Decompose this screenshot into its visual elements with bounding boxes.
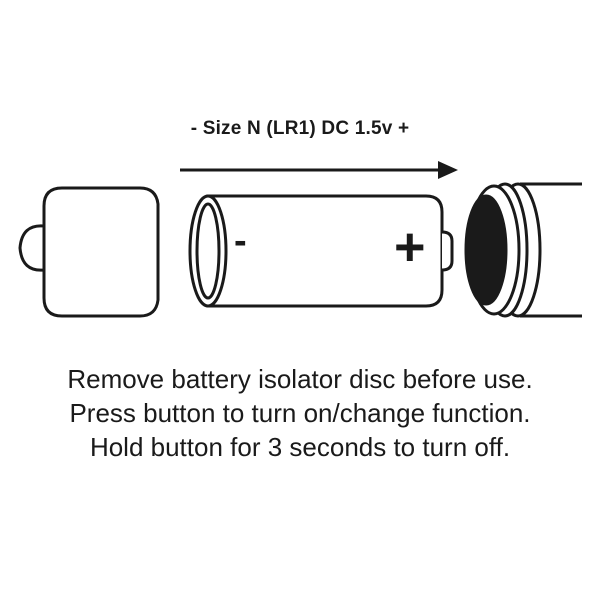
battery-size-label: - Size N (LR1) DC 1.5v + <box>190 118 410 139</box>
instruction-line: Remove battery isolator disc before use. <box>67 364 533 394</box>
battery-positive-terminal <box>441 230 454 272</box>
instruction-line: Hold button for 3 seconds to turn off. <box>89 432 511 462</box>
battery-icon <box>188 194 454 308</box>
device-tube <box>464 182 582 318</box>
negative-terminal-label: - <box>234 220 247 262</box>
insertion-arrow-icon <box>180 161 458 179</box>
positive-terminal-label: + <box>394 217 426 277</box>
tube-opening <box>464 194 508 306</box>
instructions-block: Remove battery isolator disc before use.… <box>0 362 600 464</box>
instruction-line: Press button to turn on/change function. <box>69 398 531 428</box>
cap-button <box>18 224 46 272</box>
end-cap <box>18 186 160 318</box>
